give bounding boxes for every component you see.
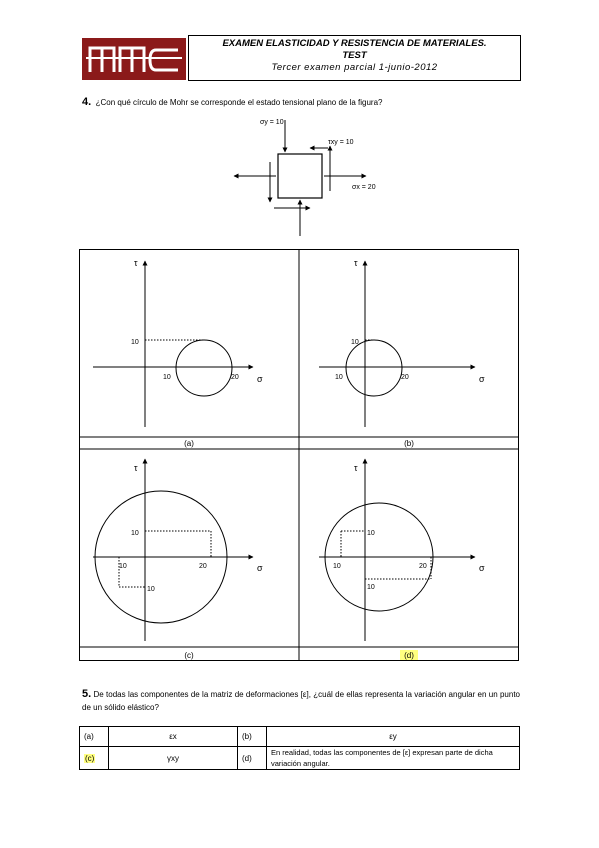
- question-text: ¿Con qué círculo de Mohr se corresponde …: [95, 98, 383, 107]
- tick-label: 10: [131, 339, 139, 346]
- label-text: (d): [242, 753, 252, 763]
- sigma-axis-label: σ: [257, 374, 263, 384]
- tick-label: 10: [333, 563, 341, 570]
- question-text: De todas las componentes de la matriz de…: [82, 690, 520, 712]
- sigma-y-label: σy = 10: [260, 119, 284, 126]
- header-subtitle: TEST: [342, 50, 367, 61]
- tau-axis-label: τ: [354, 258, 358, 268]
- answer-row: (a) εx (b) εy: [79, 726, 520, 747]
- value-text: En realidad, todas las componentes de [ε…: [271, 748, 493, 768]
- answer-b-label[interactable]: (b): [237, 726, 267, 747]
- label-text: (a): [84, 732, 94, 741]
- question-5: 5. De todas las componentes de la matriz…: [82, 688, 520, 714]
- option-b-diagram[interactable]: τ σ 10 10 20: [319, 258, 485, 427]
- tick-label: 10: [335, 374, 343, 381]
- tau-axis-label: τ: [134, 258, 138, 268]
- exam-header: EXAMEN ELASTICIDAD Y RESISTENCIA DE MATE…: [188, 35, 521, 81]
- answer-a-value[interactable]: εx: [108, 726, 238, 747]
- tick-label: 10: [367, 584, 375, 591]
- answer-table: (a) εx (b) εy (c) γxy (d) En realidad, t…: [79, 726, 520, 770]
- tick-label: 10: [163, 374, 171, 381]
- answer-c-label[interactable]: (c): [79, 746, 109, 770]
- option-d-label[interactable]: (d): [404, 651, 414, 660]
- tick-label: 10: [367, 530, 375, 537]
- tick-label: 20: [231, 374, 239, 381]
- answer-row: (c) γxy (d) En realidad, todas las compo…: [79, 746, 520, 770]
- sigma-axis-label: σ: [479, 563, 485, 573]
- value-text: γxy: [167, 753, 179, 763]
- label-text: (b): [242, 732, 252, 741]
- answer-b-value[interactable]: εy: [266, 726, 520, 747]
- option-d-diagram[interactable]: τ σ 10 10 20 10: [319, 458, 485, 641]
- answer-d-label[interactable]: (d): [237, 746, 267, 770]
- option-a-diagram[interactable]: τ σ 10 10 20: [93, 258, 263, 427]
- tick-label: 20: [199, 563, 207, 570]
- stress-element-figure: σy = 10 τxy = 10 σx = 20: [233, 119, 376, 236]
- tau-axis-label: τ: [354, 463, 358, 473]
- header-date: Tercer examen parcial 1-junio-2012: [271, 62, 438, 73]
- answer-a-label[interactable]: (a): [79, 726, 109, 747]
- answer-c-value[interactable]: γxy: [108, 746, 238, 770]
- value-text: εy: [389, 732, 397, 741]
- tick-label: 10: [351, 339, 359, 346]
- question-4: 4. ¿Con qué círculo de Mohr se correspon…: [82, 92, 522, 110]
- tick-label: 20: [401, 374, 409, 381]
- tau-xy-label: τxy = 10: [328, 139, 354, 146]
- tau-axis-label: τ: [134, 463, 138, 473]
- option-c-label[interactable]: (c): [184, 651, 194, 660]
- value-text: εx: [169, 732, 177, 741]
- option-c-diagram[interactable]: τ σ 10 10 20 10: [93, 458, 263, 641]
- label-text: (c): [84, 753, 96, 763]
- sigma-axis-label: σ: [257, 563, 263, 573]
- sigma-axis-label: σ: [479, 374, 485, 384]
- option-b-label[interactable]: (b): [404, 439, 414, 448]
- tick-label: 10: [119, 563, 127, 570]
- tick-label: 10: [131, 530, 139, 537]
- mohr-options-grid: τ σ 10 10 20 (a) τ σ 10 10 20 (b) τ σ 10…: [79, 249, 519, 661]
- sigma-x-label: σx = 20: [352, 184, 376, 191]
- tick-label: 20: [419, 563, 427, 570]
- question-number: 4.: [82, 96, 92, 108]
- university-logo: [82, 38, 186, 80]
- answer-d-value[interactable]: En realidad, todas las componentes de [ε…: [266, 746, 520, 770]
- question-number: 5.: [82, 688, 92, 700]
- header-title: EXAMEN ELASTICIDAD Y RESISTENCIA DE MATE…: [222, 38, 487, 49]
- option-a-label[interactable]: (a): [184, 439, 194, 448]
- tick-label: 10: [147, 586, 155, 593]
